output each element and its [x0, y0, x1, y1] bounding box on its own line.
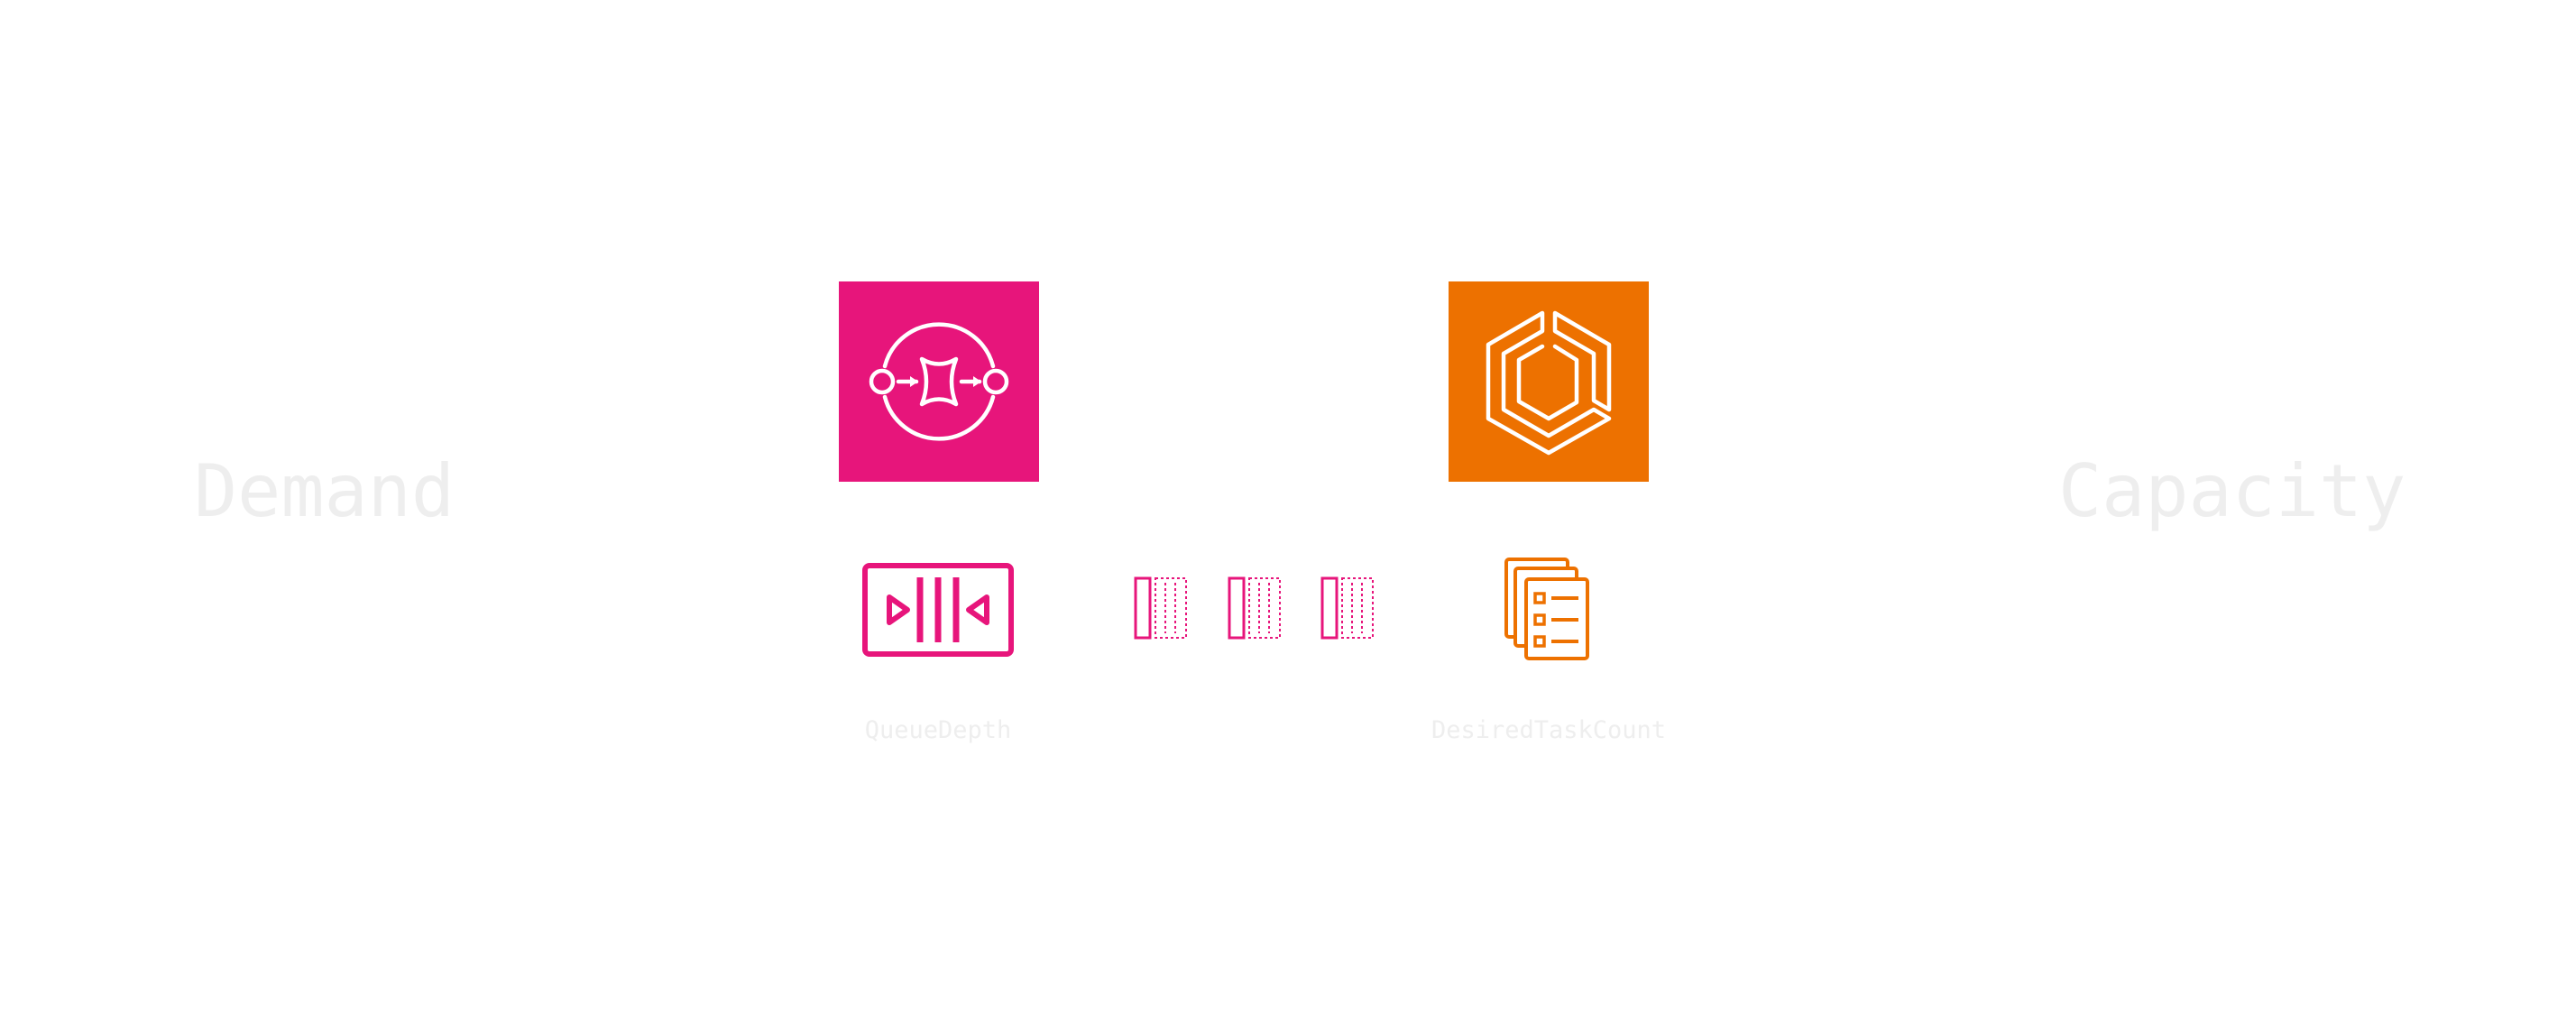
queue-depth-label: QueueDepth: [864, 716, 1012, 744]
message-icon: [1228, 576, 1281, 640]
capacity-label: Capacity: [2058, 449, 2406, 533]
sqs-service-icon: [839, 281, 1039, 482]
message-icon: [1134, 576, 1187, 640]
ecs-service-icon: [1449, 281, 1649, 482]
desired-task-count-label: DesiredTaskCount: [1431, 716, 1667, 744]
demand-label: Demand: [194, 449, 455, 533]
queue-icon: [862, 563, 1014, 657]
task-list-icon: [1504, 558, 1589, 660]
message-icon: [1320, 576, 1374, 640]
